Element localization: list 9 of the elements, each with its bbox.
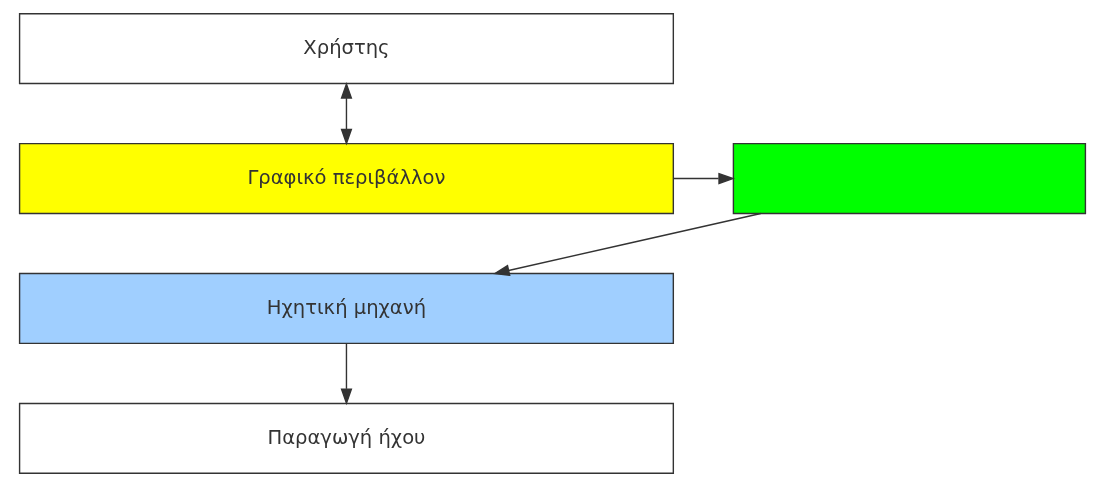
arrow [492,212,762,277]
arrow [340,82,353,146]
node-box: Γραφικό περιβάλλον [18,142,675,215]
arrow [340,343,353,406]
node-box [732,142,1087,215]
arrow [672,172,736,185]
node-box: Ηχητική μηχανή [18,272,675,345]
node-box: Παραγωγή ήχου [18,402,675,474]
node-box: Χρήστης [18,13,675,85]
